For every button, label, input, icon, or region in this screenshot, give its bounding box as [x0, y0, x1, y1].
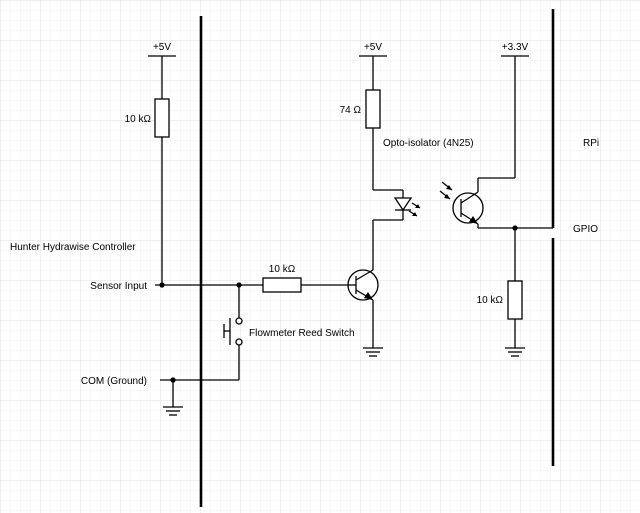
phototransistor — [439, 181, 484, 225]
resistor-base — [262, 277, 302, 293]
label-r-base: 10 kΩ — [269, 264, 296, 275]
label-r-pullup-left: 10 kΩ — [125, 114, 152, 125]
junction-sensor — [159, 282, 165, 288]
label-gpio: GPIO — [573, 224, 598, 235]
transistor-npn-input — [347, 269, 383, 357]
label-v5-right: +5V — [364, 42, 382, 53]
sensor-input-wire — [155, 277, 348, 293]
resistor-pullup-left — [154, 98, 170, 138]
rpi-wiring — [477, 55, 553, 357]
label-v5-left: +5V — [153, 42, 171, 53]
label-com-ground: COM (Ground) — [81, 376, 147, 387]
led-branch — [359, 55, 421, 270]
resistor-pulldown — [507, 280, 523, 320]
pullup-branch-left — [148, 55, 176, 285]
label-v33: +3.3V — [502, 42, 529, 53]
label-reed-switch: Flowmeter Reed Switch — [249, 328, 355, 339]
com-ground — [163, 377, 183, 416]
label-sensor-input: Sensor Input — [90, 281, 147, 292]
resistor-led — [365, 89, 381, 129]
label-r-pulldown: 10 kΩ — [477, 295, 504, 306]
led-diode — [393, 197, 413, 212]
label-opto: Opto-isolator (4N25) — [383, 138, 474, 149]
label-rpi: RPi — [583, 138, 599, 149]
label-r-led: 74 Ω — [340, 105, 362, 116]
label-controller: Hunter Hydrawise Controller — [10, 242, 136, 253]
